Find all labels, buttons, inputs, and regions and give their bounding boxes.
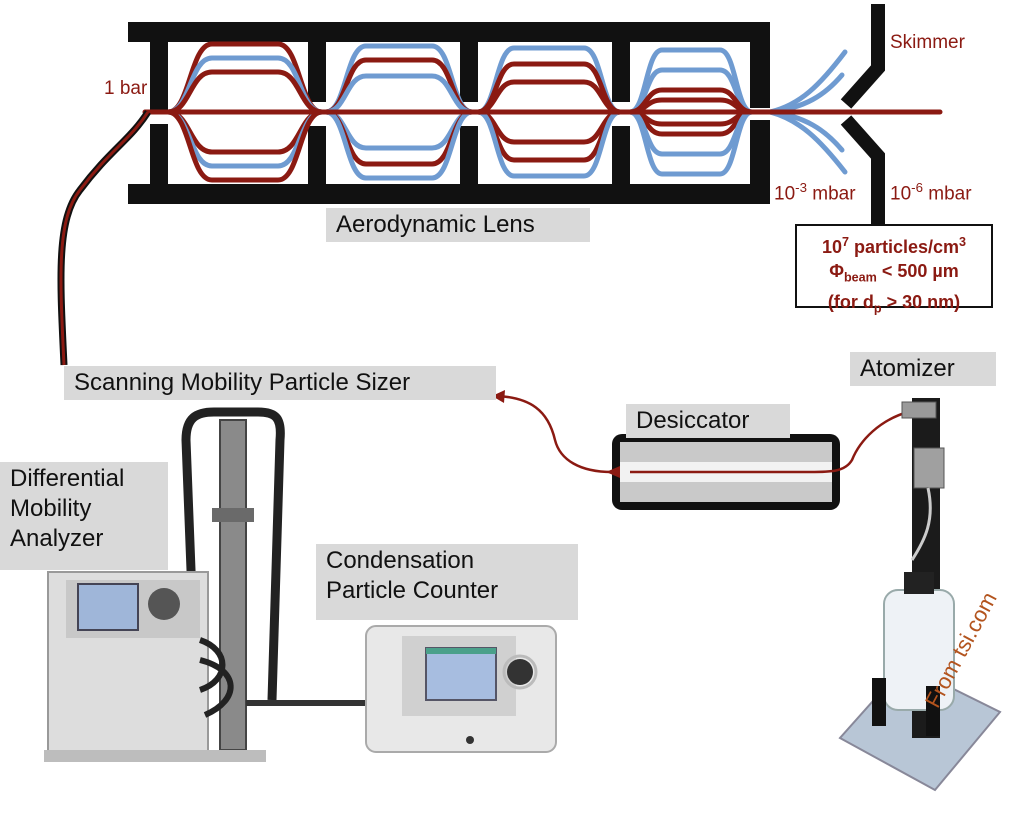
- dma-label: Differential Mobility Analyzer: [0, 462, 168, 570]
- lens-plate-4-bottom: [750, 120, 770, 204]
- chamber-4-trajectories: [627, 47, 755, 177]
- lens-plate-4-top: [750, 22, 770, 108]
- chamber-2-trajectories: [323, 43, 475, 181]
- inlet-tube: [57, 110, 151, 366]
- cpc-display: [425, 647, 497, 701]
- atomizer-label: Atomizer: [850, 352, 996, 386]
- lens-left-bar-bottom: [150, 124, 168, 204]
- inlet-pressure-label: 1 bar: [104, 78, 148, 99]
- lens-plate-2-bottom: [460, 126, 478, 204]
- lens-plate-1-top: [308, 22, 326, 102]
- cpc-label: Condensation Particle Counter: [316, 544, 578, 620]
- pressure-1-label: 10-3 mbar: [774, 180, 856, 205]
- desiccator-to-smps-flow: [497, 394, 613, 474]
- cpc-instrument: [365, 625, 557, 753]
- chamber-1-trajectories: [165, 41, 325, 183]
- beam-diameter: Φbeam < 500 µm: [829, 261, 959, 285]
- dma-tubing: [198, 637, 234, 718]
- dma-column: [219, 419, 247, 751]
- atomizer-cap: [904, 572, 934, 594]
- lens-plate-3-top: [612, 22, 630, 102]
- atomizer-post-left: [872, 678, 886, 726]
- inlet-flow: [59, 111, 150, 366]
- dma-label-line1: Differential: [10, 465, 125, 492]
- atomizer-tubing: [910, 487, 932, 561]
- aerodynamic-lens-label: Aerodynamic Lens: [326, 208, 590, 242]
- dma-instrument: [44, 407, 366, 762]
- lens-plate-2-top: [460, 22, 478, 102]
- dma-label-line3: Analyzer: [10, 525, 104, 552]
- flow-arrows: [497, 394, 909, 474]
- skimmer-label: Skimmer: [890, 32, 965, 53]
- atomizer-post-right: [926, 686, 940, 736]
- lens-wall-top: [128, 22, 770, 42]
- cpc-small-knob: [466, 736, 474, 744]
- skimmer: [840, 4, 885, 109]
- smps-label: Scanning Mobility Particle Sizer: [64, 366, 496, 400]
- beam-properties-box: 107 particles/cm3 Φbeam < 500 µm (for dp…: [795, 224, 993, 315]
- cpc-connection-tube: [246, 700, 366, 706]
- dma-base: [44, 750, 266, 762]
- aerodynamic-lens: [128, 4, 943, 225]
- atomizer-fitting: [901, 401, 937, 419]
- cpc-label-line1: Condensation: [326, 547, 475, 574]
- trajectories: [142, 41, 943, 183]
- skimmer-lower: [840, 115, 885, 225]
- beam-size-condition: (for dp > 30 nm): [827, 291, 961, 316]
- dma-display: [77, 583, 139, 631]
- dma-sheath-loop: [181, 407, 285, 701]
- cpc-port-ring: [502, 654, 538, 690]
- arrow-head-smps: [492, 390, 505, 403]
- pressure-2-label: 10-6 mbar: [890, 180, 972, 205]
- dma-knob: [148, 588, 180, 620]
- beam-density: 107 particles/cm3: [821, 235, 967, 257]
- lens-plate-3-bottom: [612, 126, 630, 204]
- atomizer-head: [913, 447, 945, 489]
- atomizer-to-desiccator-flow: [630, 410, 909, 474]
- arrow-head-desiccator: [606, 466, 620, 478]
- desiccator-label: Desiccator: [626, 404, 790, 438]
- lens-wall-bottom: [128, 184, 770, 204]
- dma-flange: [212, 508, 254, 522]
- cpc-port: [507, 659, 533, 685]
- chamber-3-trajectories: [475, 45, 623, 179]
- lens-plate-1-bottom: [308, 126, 326, 204]
- lens-left-bar-top: [150, 22, 168, 110]
- cpc-display-band: [426, 648, 496, 654]
- dma-label-line2: Mobility: [10, 495, 92, 522]
- atomizer-instrument: [838, 398, 1002, 792]
- cpc-label-line2: Particle Counter: [326, 577, 499, 604]
